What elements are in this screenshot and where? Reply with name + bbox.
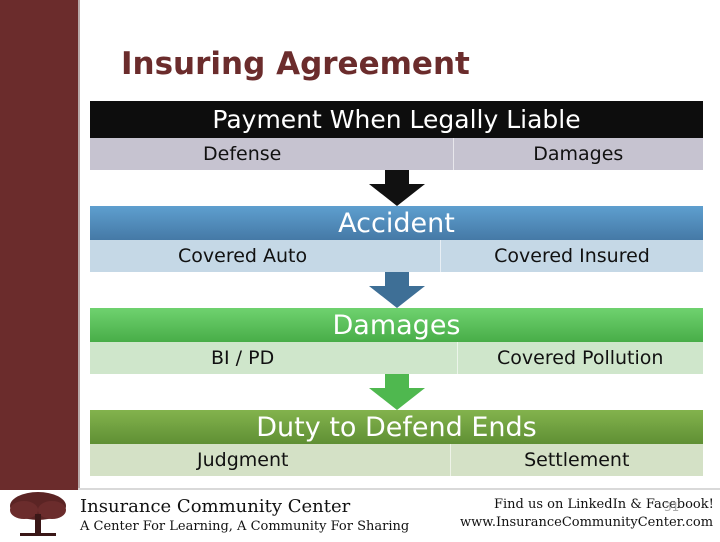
footer [0,490,720,540]
cell-text: Damages [533,143,624,165]
down-arrow-icon [369,374,425,410]
footer-org-name: Insurance Community Center [80,496,351,517]
block-heading-payment: Payment When Legally Liable [90,101,703,138]
cell-text: Covered Auto [178,245,308,267]
block-heading-damages: Damages [90,308,703,342]
cell-text: Covered Pollution [497,347,664,369]
row-cell-left: Defense [90,138,453,170]
block-heading-accident: Accident [90,206,703,240]
row-divider [456,342,458,374]
row-cell-left: Covered Auto [90,240,440,272]
footer-divider [78,488,720,490]
row-cell-left: BI / PD [90,342,457,374]
block-row-accident: Covered Auto Covered Insured [90,240,703,272]
footer-url[interactable]: www.InsuranceCommunityCenter.com [460,515,714,530]
row-divider [440,240,441,272]
slide-title: Insuring Agreement [121,46,470,82]
left-decorative-band [0,0,78,540]
down-arrow-icon [369,170,425,206]
cell-text: Defense [203,143,282,165]
page-number: 31 [664,500,680,514]
block-heading-duty: Duty to Defend Ends [90,410,703,444]
block-row-duty: Judgment Settlement [90,444,703,476]
row-cell-right: Covered Pollution [458,342,704,374]
row-divider [452,138,454,170]
band-edge [78,0,80,490]
cell-text: BI / PD [211,347,275,369]
block-heading-text: Duty to Defend Ends [256,411,537,443]
cell-text: Judgment [197,449,289,471]
tree-logo-icon [6,490,70,542]
row-cell-right: Settlement [451,444,704,476]
block-heading-text: Accident [338,207,455,239]
row-cell-right: Damages [454,138,704,170]
row-cell-left: Judgment [90,444,450,476]
block-heading-text: Payment When Legally Liable [212,105,581,134]
block-row-payment: Defense Damages [90,138,703,170]
row-divider [449,444,451,476]
down-arrow-icon [369,272,425,308]
cell-text: Covered Insured [494,245,650,267]
footer-social-text: Find us on LinkedIn & Facebook! [494,497,714,512]
block-heading-text: Damages [332,309,461,341]
row-cell-right: Covered Insured [441,240,703,272]
cell-text: Settlement [524,449,630,471]
block-row-damages: BI / PD Covered Pollution [90,342,703,374]
footer-tagline: A Center For Learning, A Community For S… [80,519,410,534]
